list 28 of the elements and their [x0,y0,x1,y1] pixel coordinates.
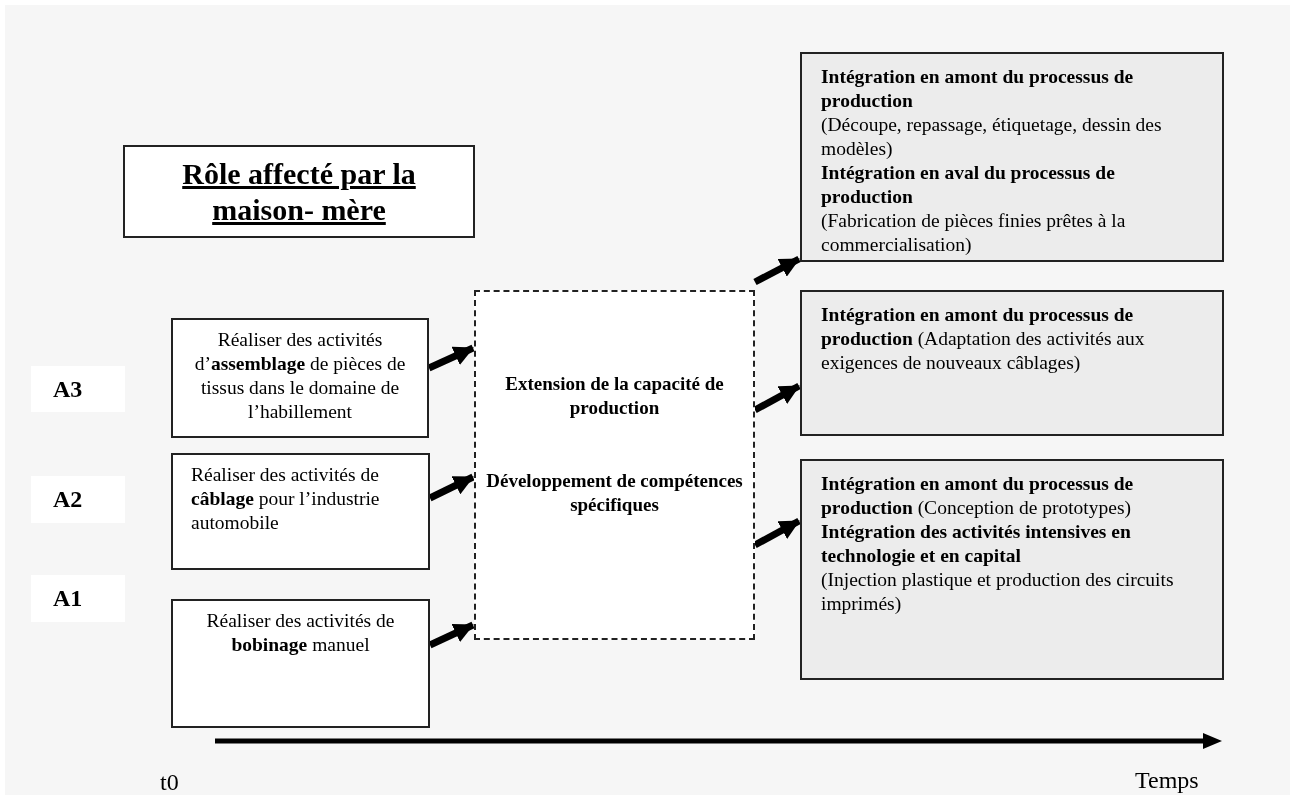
activity-box [171,453,430,570]
stage-label: A2 [53,485,83,514]
box-heading: Rôle affecté par la maison- mère [181,155,417,228]
box-text: (Injection plastique et production des circuits imprimés) [821,568,1175,616]
integration-box [800,290,1224,436]
arrow [753,255,801,286]
box-text: Développement de compétences spécifiques [485,469,744,517]
box-text: Intégration en amont du processus de production (Conception de prototypes) [821,472,1135,520]
capability-box [474,290,755,640]
box-text: Réaliser des activités de câblage pour l’industrie automobile [191,463,381,535]
box-text: Extension de la capacité de production [504,372,725,420]
activity-box [171,318,429,438]
integration-box [800,52,1224,262]
box-text: Réaliser des activités de bobinage manuel [205,609,396,657]
axis-start-label: t0 [160,768,179,796]
box-text: Intégration en amont du processus de production (Adaptation des activités aux exigences de nouveaux câblages) [821,303,1146,375]
box-text: Réaliser des activités d’assemblage de pièces de tissus dans le domaine de l’habillement [193,328,407,424]
integration-box [800,459,1224,680]
box-text: (Découpe, repassage, étiquetage, dessin des modèles) [821,113,1163,161]
stage-label: A3 [53,375,83,404]
activity-box [171,599,430,728]
box-text: Intégration en amont du processus de production [821,65,1135,113]
box-text: (Fabrication de pièces finies prêtes à la commercialisation) [821,209,1127,257]
role-box [123,145,475,238]
box-text: Intégration des activités intensives en technologie et en capital [821,520,1132,568]
axis-end-label: Temps [1135,766,1199,794]
stage-label: A1 [53,584,83,613]
box-text: Intégration en aval du processus de production [821,161,1116,209]
